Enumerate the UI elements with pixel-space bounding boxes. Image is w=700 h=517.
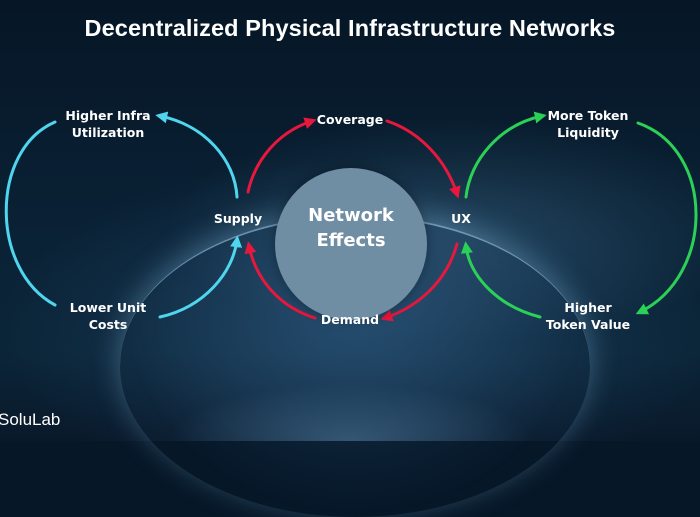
label-coverage: Coverage [316, 112, 384, 127]
arrow-ux-to-demand [380, 242, 459, 322]
label-higher-infra-line1: Higher Infra [65, 108, 151, 123]
arrow-supply-to-higher-infra [155, 111, 239, 199]
arrow-coverage-to-ux [385, 119, 461, 199]
network-effects-line1: Network [308, 205, 394, 226]
network-effects-circle [275, 168, 427, 320]
network-effects-label: Network Effects [275, 203, 427, 253]
label-higher-token-value: Higher Token Value [528, 299, 648, 333]
page-title: Decentralized Physical Infrastructure Ne… [84, 15, 616, 41]
arrow-ux-to-more-token [464, 111, 547, 199]
right-loop-arrows [460, 111, 698, 319]
label-higher-infra-utilization: Higher Infra Utilization [48, 107, 168, 141]
label-more-token-line2: Liquidity [557, 125, 619, 140]
label-higher-token-line1: Higher [564, 300, 612, 315]
label-more-token-liquidity: More Token Liquidity [528, 107, 648, 141]
arrow-demand-to-supply [244, 241, 317, 320]
label-ux: UX [451, 211, 471, 226]
label-lower-unit-line2: Costs [88, 317, 128, 332]
label-demand: Demand [320, 312, 380, 327]
label-more-token-line1: More Token [547, 108, 629, 123]
label-higher-infra-line2: Utilization [71, 125, 145, 140]
arrow-higher-infra-to-lower-unit [4, 120, 57, 307]
middle-loop-arrows [244, 117, 461, 322]
label-higher-token-line2: Token Value [545, 317, 631, 332]
left-loop-arrows [4, 111, 243, 319]
label-lower-unit-line1: Lower Unit [69, 300, 147, 315]
arrow-lower-unit-to-supply [158, 235, 243, 319]
brand-watermark: SoluLab [0, 410, 61, 429]
network-effects-diagram [4, 111, 698, 322]
arrow-more-token-to-higher-token [635, 121, 698, 315]
label-supply: Supply [213, 211, 263, 226]
arrow-higher-token-to-ux [460, 241, 542, 319]
network-effects-line2: Effects [316, 230, 386, 251]
label-lower-unit-costs: Lower Unit Costs [48, 299, 168, 333]
arrow-supply-to-coverage [246, 117, 317, 194]
